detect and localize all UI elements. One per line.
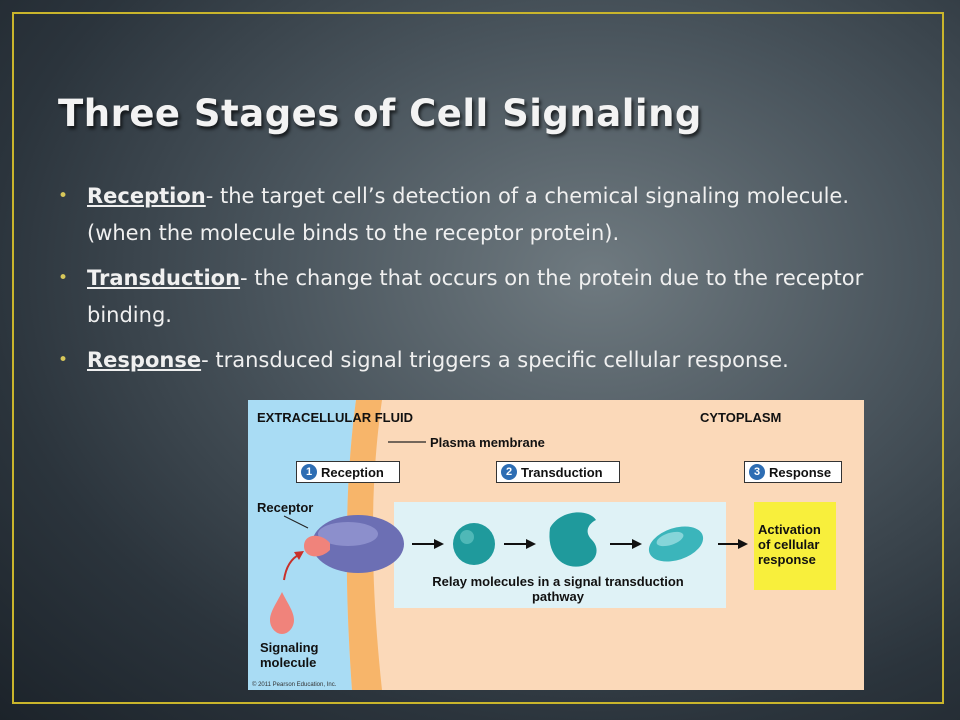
relay-label: Relay molecules in a signal transduction… bbox=[432, 574, 684, 604]
bullet-list: • Reception- the target cell’s detection… bbox=[58, 178, 898, 387]
bullet-reception: • Reception- the target cell’s detection… bbox=[58, 178, 898, 252]
activation-box bbox=[754, 502, 836, 590]
bullet-text: - transduced signal triggers a specific … bbox=[201, 348, 789, 372]
stage-label: Transduction bbox=[521, 464, 603, 480]
bullet-icon: • bbox=[58, 268, 69, 288]
relay-molecule-3 bbox=[648, 526, 704, 562]
extracellular-label: EXTRACELLULAR FLUID bbox=[257, 410, 413, 425]
activation-label: Activation of cellular response bbox=[758, 522, 821, 567]
bullet-icon: • bbox=[58, 186, 69, 206]
figure-artwork bbox=[248, 400, 864, 690]
bullet-transduction: • Transduction- the change that occurs o… bbox=[58, 260, 898, 334]
copyright-notice: © 2011 Pearson Education, Inc. bbox=[252, 682, 337, 688]
pathway-arrows bbox=[412, 539, 748, 549]
relay-molecule-1-highlight bbox=[460, 530, 474, 544]
bound-signal-molecule bbox=[304, 535, 330, 557]
term-transduction: Transduction bbox=[87, 266, 241, 290]
signaling-molecule bbox=[270, 592, 294, 634]
relay-molecule-2 bbox=[549, 512, 597, 567]
bullet-text: - the change that occurs on the protein … bbox=[87, 266, 864, 327]
receptor-label: Receptor bbox=[257, 500, 314, 515]
bullet-icon: • bbox=[58, 350, 69, 370]
signaling-molecule-label: Signaling molecule bbox=[260, 640, 319, 670]
relay-molecule-3-highlight bbox=[656, 531, 684, 547]
stage-transduction: 2 Transduction bbox=[496, 461, 620, 483]
membrane-label: Plasma membrane bbox=[430, 435, 545, 450]
stage-number-3: 3 bbox=[749, 464, 765, 480]
stage-number-2: 2 bbox=[501, 464, 517, 480]
stage-reception: 1 Reception bbox=[296, 461, 400, 483]
receptor-highlight bbox=[318, 522, 378, 546]
bullet-response: • Response- transduced signal triggers a… bbox=[58, 342, 847, 379]
receptor-pointer bbox=[283, 515, 309, 529]
stage-response: 3 Response bbox=[744, 461, 842, 483]
relay-molecule-1 bbox=[453, 523, 495, 565]
stage-label: Reception bbox=[321, 464, 384, 480]
cell-signaling-figure: EXTRACELLULAR FLUID CYTOPLASM Plasma mem… bbox=[248, 400, 864, 690]
stage-label: Response bbox=[769, 464, 832, 480]
cytoplasm-label: CYTOPLASM bbox=[700, 410, 782, 425]
term-reception: Reception bbox=[87, 184, 206, 208]
bullet-text: - the target cell’s detection of a chemi… bbox=[87, 184, 850, 245]
slide-title: Three Stages of Cell Signaling bbox=[58, 92, 702, 135]
term-response: Response bbox=[87, 348, 202, 372]
stage-number-1: 1 bbox=[301, 464, 317, 480]
binding-arrowhead bbox=[294, 551, 304, 560]
slide-border bbox=[12, 12, 944, 704]
